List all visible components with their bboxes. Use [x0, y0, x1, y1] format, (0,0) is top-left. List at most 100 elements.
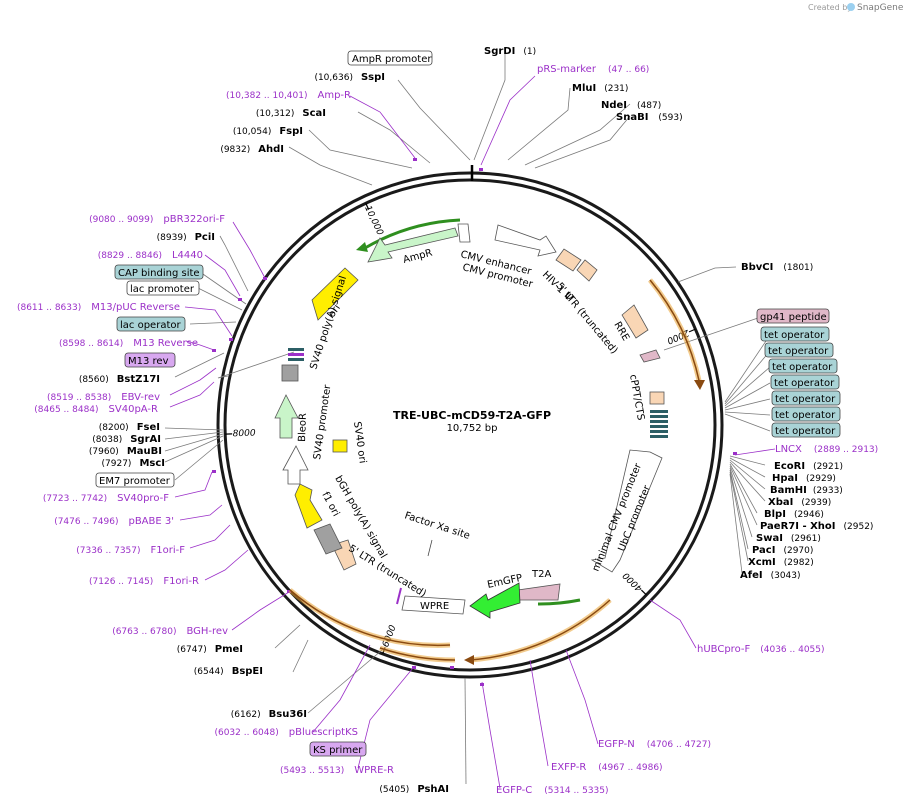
orf-arc-2: [469, 599, 611, 661]
tet-operator-label-5: tet operator: [775, 394, 836, 405]
tet-operator-label-2: tet operator: [768, 346, 829, 357]
tick-label: 10,000: [362, 204, 385, 237]
backbone-outer: [216, 171, 724, 679]
primer-m13-puc-reverse: (8611 .. 8633)M13/pUC Reverse: [17, 302, 180, 313]
enzyme-bamhi: BamHI(2933): [770, 485, 843, 496]
enzyme-ecori: EcoRI(2921): [774, 461, 843, 472]
cppt-feature: [649, 391, 665, 405]
gp41-feature: [639, 349, 661, 363]
feature-label-f1-ori: f1 ori: [319, 490, 341, 518]
sv40-promoter-feature: [282, 445, 309, 485]
factor-xa-leader: [427, 539, 433, 557]
primer-amp-r: (10,382 .. 10,401)Amp-R: [226, 90, 351, 101]
bgh-polya-feature: [313, 523, 343, 555]
lac-promoter-box: [126, 280, 200, 296]
gp41-label: gp41 peptide: [760, 312, 827, 323]
feature-label-sv40-ori: SV40 ori: [351, 421, 368, 464]
feature-label-ampr: AmpR: [402, 248, 434, 266]
enzyme-fan-right: [663, 317, 771, 574]
ubc-promoter-feature: [590, 449, 663, 573]
t2a-feature: [517, 583, 561, 601]
enzyme-leaders: [217, 50, 737, 785]
sv40-polya-feature: [281, 364, 299, 382]
orf-arc-1: [649, 279, 701, 386]
lac-operator-box: [116, 316, 186, 332]
em7-promoter-box: [95, 472, 175, 488]
enzyme-afei: AfeI(3043): [740, 570, 801, 581]
enzyme-msci: (7927)MscI: [102, 458, 166, 469]
enzyme-mlui: MluI(231): [572, 83, 628, 94]
primer-exfp-r: EXFP-R(4967 .. 4986): [551, 762, 663, 773]
primer-hubcpro-f: hUBCpro-F(4036 .. 4055): [697, 644, 825, 655]
ori-feature: [311, 267, 359, 321]
feature-label-t2a: T2A: [531, 569, 551, 580]
tet-operator-box-5: [771, 390, 841, 406]
primer-wpre-r: (5493 .. 5513)WPRE-R: [280, 765, 394, 776]
enzyme-pshai: (5405)PshAI: [379, 784, 449, 795]
feature-label-sv40-promoter: SV40 promoter: [312, 383, 334, 460]
tet-operator-label-4: tet operator: [774, 378, 835, 389]
lac-operator-label: lac operator: [120, 320, 181, 331]
tet-operator-box-2: [764, 342, 834, 358]
plasmid-name: TRE-UBC-mCD59-T2A-GFP: [393, 409, 551, 422]
ampr-feature: [367, 227, 459, 263]
emgfp-feature: [469, 582, 521, 619]
rre-feature: [621, 304, 649, 339]
ampr-orf-arc: [364, 218, 461, 250]
snapgene-logo-icon: [847, 3, 855, 11]
tick-mark: [365, 203, 370, 210]
primer-sv40pro-f: (7723 .. 7742)SV40pro-F: [43, 493, 169, 504]
wpre-feature: [401, 595, 466, 615]
sv40-ori-feature: [332, 439, 348, 453]
enzyme-bsu36i: (6162)Bsu36I: [231, 709, 307, 720]
primer-bgh-rev: (6763 .. 6780)BGH-rev: [112, 626, 228, 637]
feature-label-cppt: cPPT/CTS: [627, 374, 646, 422]
em7-promoter-label: EM7 promoter: [99, 476, 171, 487]
primer-pbr322ori-f: (9080 .. 9099)pBR322ori-F: [89, 214, 225, 225]
primer-pbluescriptks: (6032 .. 6048)pBluescriptKS: [214, 727, 358, 738]
enzyme-sgrdi: SgrDI(1): [484, 46, 536, 57]
enzyme-pmei: (6747)PmeI: [177, 644, 243, 655]
ks-primer-label: KS primer: [313, 745, 363, 756]
enzyme-pcii: (8939)PciI: [157, 232, 215, 243]
enzyme-bstz17i: (8560)BstZ17I: [79, 374, 160, 385]
primer-pbabe-3: (7476 .. 7496)pBABE 3': [54, 516, 174, 527]
bleor-feature: [274, 394, 299, 439]
primer-lncx: LNCX(2889 .. 2913): [775, 444, 878, 455]
tet-operator-label-3: tet operator: [772, 362, 833, 373]
f1-ori-feature: [294, 483, 323, 529]
tet-operator-label-6: tet operator: [775, 410, 836, 421]
tick-mark: [640, 589, 647, 596]
primer-egfp-c: EGFP-C(5314 .. 5335): [496, 785, 609, 796]
plasmid-length: 10,752 bp: [447, 423, 498, 434]
ampr-promoter-feature: [457, 223, 471, 243]
primer-f1ori-r: (7126 .. 7145)F1ori-R: [89, 576, 199, 587]
enzyme-sgrai: (8038)SgrAI: [92, 434, 161, 445]
enzyme-blpi: BlpI(2946): [764, 509, 824, 520]
enzyme-paer7i-xhoi: PaeR7I - XhoI(2952): [760, 521, 873, 532]
enzyme-scai: (10,312)ScaI: [256, 108, 326, 119]
cap-binding-label: CAP binding site: [118, 268, 200, 279]
gp41-box: [756, 308, 830, 324]
enzyme-paci: PacI(2970): [752, 545, 813, 556]
orf-arc-1-arrowhead: [694, 380, 705, 390]
backbone-inner: [223, 178, 717, 672]
credit-brand: SnapGene: [857, 3, 904, 13]
primer-ebv-rev: (8519 .. 8538)EBV-rev: [47, 392, 160, 403]
tick-label: 8000: [233, 429, 257, 440]
cmv-promoter-feature: [494, 224, 557, 257]
ks-primer-box: [309, 741, 367, 757]
green-arc-2: [537, 598, 581, 606]
primer-m13-reverse: (8598 .. 8614)M13 Reverse: [59, 338, 198, 349]
credit-text: Created by: [808, 3, 852, 12]
xa-marker: [396, 587, 402, 605]
enzyme-fspi: (10,054)FspI: [233, 126, 303, 137]
primer-prs-marker: pRS-marker(47 .. 66): [537, 64, 649, 75]
enzyme-ndei: NdeI(487): [601, 100, 661, 111]
hiv-psi-feature: [555, 248, 582, 272]
primer-markers: [212, 158, 737, 686]
enzyme-bbvci: BbvCI(1801): [741, 262, 813, 273]
enzyme-maubi: (7960)MauBI: [89, 446, 162, 457]
feature-label-wpre: WPRE: [420, 601, 449, 612]
